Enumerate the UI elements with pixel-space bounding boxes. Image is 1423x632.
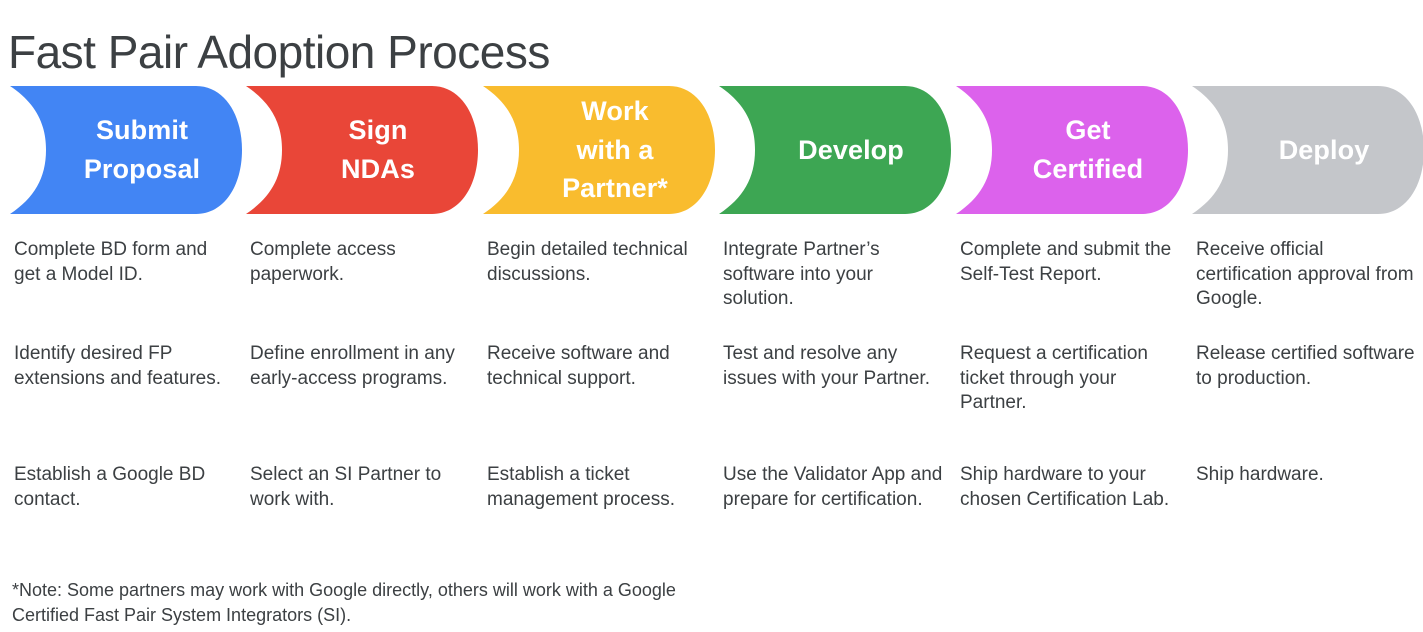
list-item: Begin detailed technical discussions. [487, 239, 688, 285]
list-item: Test and resolve any issues with your Pa… [723, 343, 930, 389]
list-item: Use the Validator App and prepare for ce… [723, 464, 943, 510]
list-item: Integrate Partner’s software into your s… [723, 239, 880, 309]
stage-label: Develop [798, 134, 904, 165]
list-item: Define enrollment in any early-access pr… [250, 343, 455, 389]
list-item: Request a certification ticket through y… [960, 343, 1148, 413]
stage-label: Deploy [1278, 134, 1370, 165]
page-title: Fast Pair Adoption Process [8, 25, 550, 78]
list-item: Complete BD form and get a Model ID. [14, 239, 208, 285]
stage-detail-columns: Complete BD form and get a Model ID. Ide… [0, 238, 1423, 568]
list-item: Receive official certification approval … [1196, 239, 1414, 309]
list-item: Ship hardware. [1196, 464, 1324, 485]
list-item: Establish a Google BD contact. [14, 464, 206, 510]
footnote-text: *Note: Some partners may work with Googl… [12, 580, 676, 625]
list-item: Complete and submit the Self-Test Report… [960, 239, 1172, 285]
list-item: Receive software and technical support. [487, 343, 670, 389]
list-item: Ship hardware to your chosen Certificati… [960, 464, 1170, 510]
stage-chevron-deploy[interactable]: Deploy [1182, 86, 1423, 214]
list-item: Identify desired FP extensions and featu… [14, 343, 222, 389]
list-item: Establish a ticket management process. [487, 464, 675, 510]
list-item: Select an SI Partner to work with. [250, 464, 442, 510]
stage-chevron-develop[interactable]: Develop [709, 86, 951, 214]
list-item: Complete access paperwork. [250, 239, 396, 285]
list-item: Release certified software to production… [1196, 343, 1415, 389]
